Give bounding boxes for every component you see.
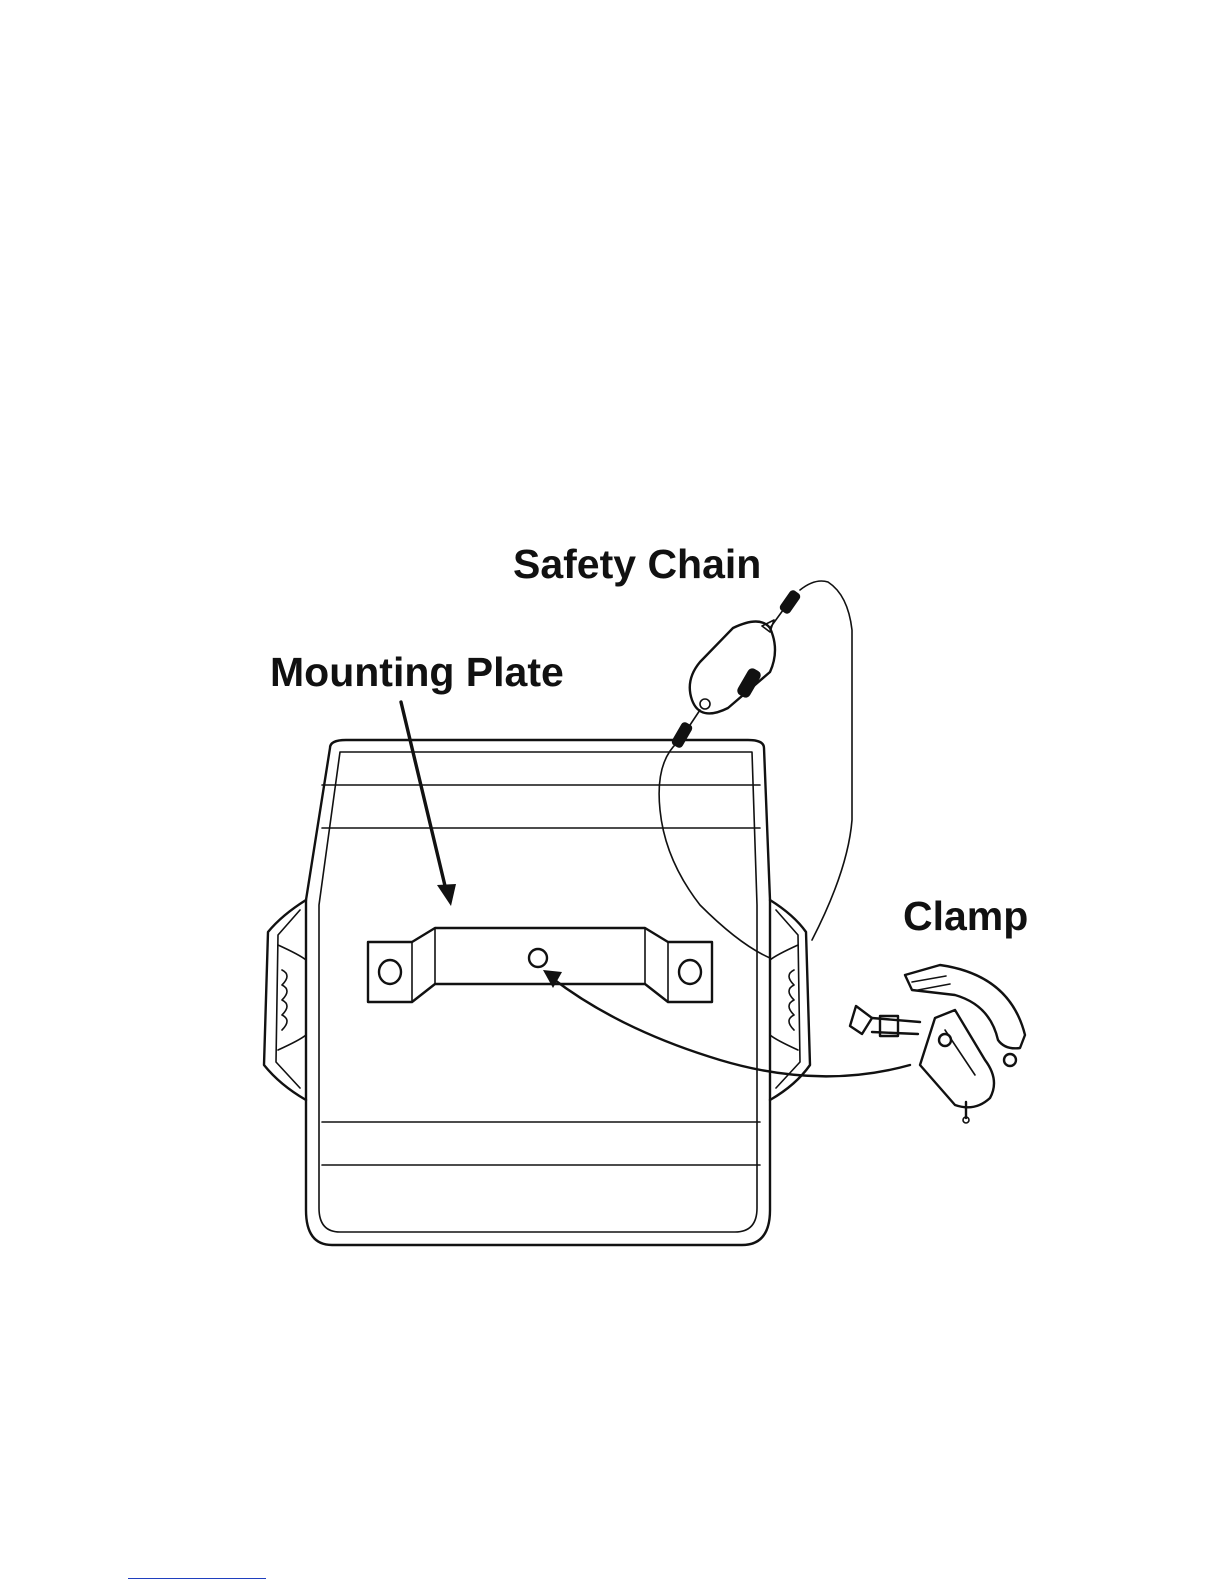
left-side-handle — [264, 900, 306, 1100]
plate-left-hole — [379, 960, 401, 984]
plate-center-hole — [529, 949, 547, 967]
mounting-plate-label: Mounting Plate — [270, 649, 564, 695]
clamp-arrow — [543, 970, 910, 1076]
clamp-label: Clamp — [903, 893, 1028, 939]
safety-chain — [659, 581, 852, 958]
mounting-plate — [368, 928, 712, 1002]
fixture-body — [306, 740, 770, 1245]
plate-right-hole — [679, 960, 701, 984]
right-side-handle — [770, 900, 810, 1100]
safety-chain-label: Safety Chain — [513, 541, 761, 587]
footer-rule — [128, 1578, 266, 1579]
clamp — [850, 965, 1025, 1123]
mounting-plate-arrow — [401, 702, 456, 906]
